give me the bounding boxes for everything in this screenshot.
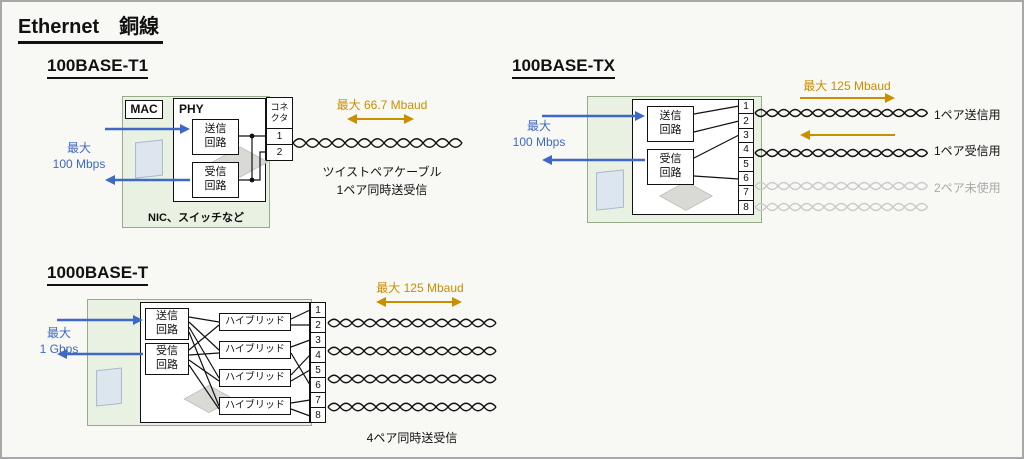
tx-circuit-label: 回路 xyxy=(156,324,178,336)
page-title: Ethernet 銅線 xyxy=(18,10,164,44)
rate-line1: 最大 xyxy=(46,326,71,340)
tx-rx-circuit-box: 受信 回路 xyxy=(647,149,694,185)
hybrid-label: ハイブリッド xyxy=(225,315,285,327)
section-heading-1000base-t: 1000BASE-T xyxy=(47,263,149,286)
rate-line1: 最大 xyxy=(526,119,551,133)
hybrid-box-4: ハイブリッド xyxy=(219,397,291,415)
hybrid-label: ハイブリッド xyxy=(225,371,285,383)
pin-number: 6 xyxy=(315,379,321,391)
pin-number: 5 xyxy=(315,364,321,376)
pin-number: 7 xyxy=(743,187,749,199)
pin-number: 4 xyxy=(315,349,321,361)
document-icon xyxy=(596,169,624,211)
hybrid-label: ハイブリッド xyxy=(225,399,285,411)
rate-line2: 100 Mbps xyxy=(512,134,566,149)
t1-tx-circuit-box: 送信 回路 xyxy=(192,119,239,155)
pin-number: 5 xyxy=(743,158,749,170)
t1-duplex-label: 1ペア同時送受信 xyxy=(336,183,428,197)
pin-number: 6 xyxy=(743,173,749,185)
hybrid-box-1: ハイブリッド xyxy=(219,313,291,331)
pin-number: 1 xyxy=(315,304,321,316)
section-heading-100base-tx: 100BASE-TX xyxy=(512,56,615,79)
connector-label: コネ クタ xyxy=(267,98,292,128)
pin-4: 4 xyxy=(311,347,325,362)
t1000-rx-circuit-box: 受信 回路 xyxy=(145,343,189,375)
pin-6: 6 xyxy=(739,170,753,185)
rx-circuit-label: 受信 xyxy=(156,345,178,358)
document-icon xyxy=(135,139,163,179)
pin-number: 2 xyxy=(276,147,283,158)
t1000-baud-label: 最大 125 Mbaud xyxy=(376,281,464,295)
pin-number: 1 xyxy=(743,101,749,113)
tx-circuit-label: 回路 xyxy=(204,137,227,149)
pin-7: 7 xyxy=(739,185,753,199)
rx-circuit-label: 受信 xyxy=(659,153,682,166)
pin-number: 8 xyxy=(743,201,749,213)
t1-baud-label: 最大 66.7 Mbaud xyxy=(336,98,428,112)
pin-2: 2 xyxy=(739,113,753,127)
pin-8: 8 xyxy=(311,407,325,422)
document-icon xyxy=(96,367,122,407)
t1-rate-label: 最大 100 Mbps xyxy=(48,141,110,172)
rate-line2: 1 Gbps xyxy=(39,341,79,356)
pin-number: 2 xyxy=(315,319,321,331)
tx-pair-unused-label: 2ペア未使用 xyxy=(934,181,1001,195)
t1-cable-label: ツイストペアケーブル xyxy=(322,165,442,179)
pin-number: 2 xyxy=(743,115,749,127)
tx-pair-rx-label: 1ペア受信用 xyxy=(934,144,1001,158)
t1000-tx-circuit-box: 送信 回路 xyxy=(145,308,189,340)
pin-number: 3 xyxy=(315,334,321,346)
hybrid-label: ハイブリッド xyxy=(225,343,285,355)
mac-box: MAC xyxy=(125,100,163,119)
t1000-pin-column: 1 2 3 4 5 6 7 8 xyxy=(310,302,326,423)
tx-tx-circuit-box: 送信 回路 xyxy=(647,106,694,142)
tx-pair-tx-label: 1ペア送信用 xyxy=(934,108,1001,122)
pin-8: 8 xyxy=(739,199,753,214)
pin-number: 8 xyxy=(315,409,321,421)
connector-label-line2: クタ xyxy=(270,113,289,123)
rate-line2: 100 Mbps xyxy=(52,156,106,171)
rx-circuit-label: 回路 xyxy=(156,359,178,371)
pin-1: 1 xyxy=(739,100,753,113)
phy-label: PHY xyxy=(179,102,204,116)
tx-pin-column: 1 2 3 4 5 6 7 8 xyxy=(738,99,754,215)
rate-line1: 最大 xyxy=(66,141,91,155)
pin-5: 5 xyxy=(739,156,753,171)
pin-number: 3 xyxy=(743,129,749,141)
hybrid-box-3: ハイブリッド xyxy=(219,369,291,387)
hybrid-box-2: ハイブリッド xyxy=(219,341,291,359)
pin-4: 4 xyxy=(739,142,753,156)
rx-circuit-label: 回路 xyxy=(204,180,227,192)
pin-2: 2 xyxy=(311,317,325,332)
tx-baud-label: 最大 125 Mbaud xyxy=(803,79,891,93)
pin-5: 5 xyxy=(311,362,325,377)
pin-3: 3 xyxy=(311,332,325,347)
t1-device-label: NIC、スイッチなど xyxy=(148,212,244,224)
mac-label: MAC xyxy=(130,102,158,116)
tx-circuit-label: 回路 xyxy=(659,124,682,136)
connector-label-line1: コネ xyxy=(270,102,289,113)
t1000-duplex-label: 4ペア同時送受信 xyxy=(366,431,458,445)
pin-6: 6 xyxy=(311,377,325,392)
t1000-rate-label: 最大 1 Gbps xyxy=(28,326,90,357)
pin-number: 7 xyxy=(315,394,321,406)
tx-circuit-label: 送信 xyxy=(659,110,682,123)
pin-2: 2 xyxy=(267,144,292,160)
pin-1: 1 xyxy=(267,128,292,144)
tx-circuit-label: 送信 xyxy=(156,310,178,323)
pin-1: 1 xyxy=(311,303,325,317)
pin-7: 7 xyxy=(311,392,325,407)
pin-number: 4 xyxy=(743,144,749,156)
t1-connector: コネ クタ 1 2 xyxy=(266,97,293,161)
pin-number: 1 xyxy=(276,131,283,142)
rx-circuit-label: 回路 xyxy=(659,167,682,179)
tx-rate-label: 最大 100 Mbps xyxy=(508,119,570,150)
tx-circuit-label: 送信 xyxy=(204,123,227,136)
t1-rx-circuit-box: 受信 回路 xyxy=(192,162,239,198)
pin-3: 3 xyxy=(739,127,753,142)
section-heading-100base-t1: 100BASE-T1 xyxy=(47,56,149,79)
rx-circuit-label: 受信 xyxy=(204,166,227,179)
